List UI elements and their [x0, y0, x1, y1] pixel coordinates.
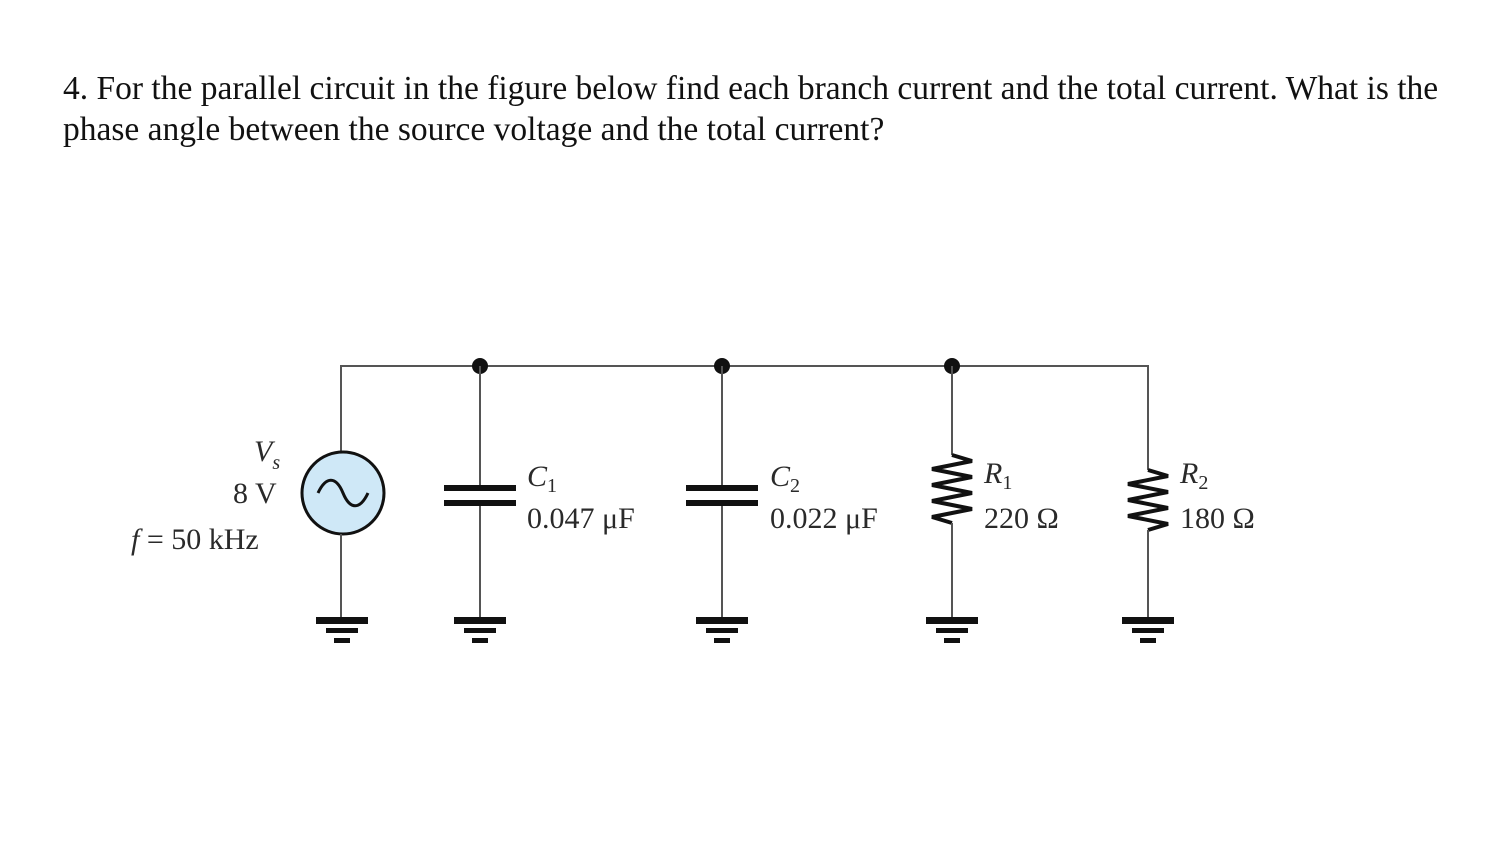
capacitor-c2	[686, 366, 758, 618]
r2-sub: 2	[1198, 472, 1208, 494]
r1-sub: 1	[1002, 472, 1012, 494]
c1-sub: 1	[547, 475, 557, 497]
c2-value: 0.022 μF	[770, 502, 878, 535]
source-symbol-sub: s	[272, 452, 280, 474]
capacitor-c1	[444, 366, 516, 618]
c1-value: 0.047 μF	[527, 502, 635, 535]
frequency-value: = 50 kHz	[139, 523, 258, 556]
ac-voltage-source	[300, 450, 386, 618]
r1-symbol: R	[983, 457, 1002, 490]
ground-c1	[454, 617, 506, 643]
sine-wave-icon	[316, 478, 370, 508]
resistor-r2	[1127, 468, 1169, 618]
source-voltage: 8 V	[233, 477, 277, 510]
ground-r2	[1122, 617, 1174, 643]
c1-label: C1	[527, 460, 557, 497]
c2-sub: 2	[790, 475, 800, 497]
r2-value: 180 Ω	[1180, 502, 1255, 535]
r2-label: R2	[1179, 457, 1208, 494]
r1-label: R1	[983, 457, 1012, 494]
ground-source	[316, 617, 368, 643]
r1-value: 220 Ω	[984, 502, 1059, 535]
c2-symbol: C	[770, 460, 791, 493]
r2-symbol: R	[1179, 457, 1198, 490]
source-label: Vs	[254, 435, 280, 474]
question-text: 4. For the parallel circuit in the figur…	[63, 70, 1439, 148]
ground-c2	[696, 617, 748, 643]
source-symbol: V	[254, 435, 276, 468]
source-frequency: f = 50 kHz	[131, 523, 259, 556]
top-rail-wire	[340, 365, 1149, 470]
ground-r1	[926, 617, 978, 643]
c1-symbol: C	[527, 460, 548, 493]
resistor-r1	[931, 366, 973, 618]
c2-label: C2	[770, 460, 800, 497]
